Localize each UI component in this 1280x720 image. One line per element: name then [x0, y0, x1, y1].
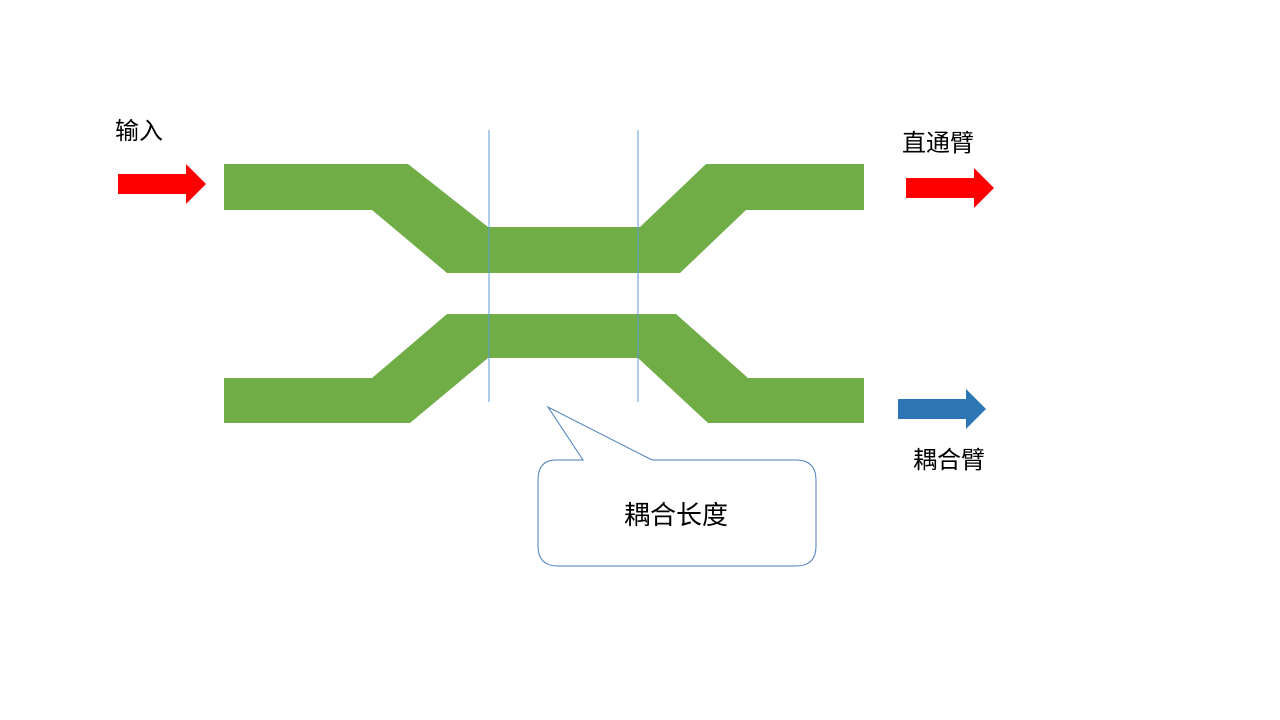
right-arrow-icon: [118, 164, 206, 204]
coupling-length-callout: [537, 405, 817, 567]
coupled-arm-label: 耦合臂: [913, 446, 985, 474]
input-label: 输入: [115, 117, 163, 145]
coupling-length-label: 耦合长度: [624, 501, 728, 531]
coupled-arrow: [898, 389, 986, 429]
through-arm-label: 直通臂: [902, 129, 974, 157]
input-arrow: [118, 164, 206, 204]
through-arrow: [906, 168, 994, 208]
lower-waveguide: [224, 314, 864, 423]
right-arrow-icon: [906, 168, 994, 208]
right-arrow-icon: [898, 389, 986, 429]
upper-waveguide: [224, 164, 864, 273]
